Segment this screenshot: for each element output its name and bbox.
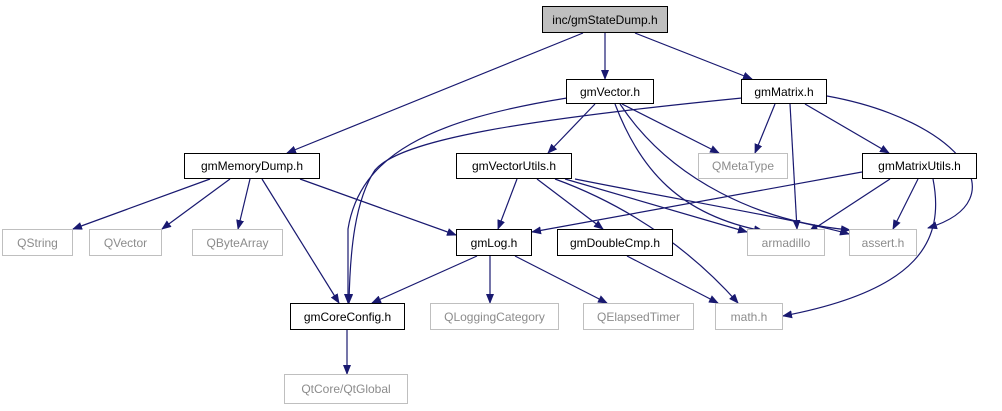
edge-gmmatrixutils-to-gmlog — [531, 171, 863, 235]
node-qelapsedtimer[interactable]: QElapsedTimer — [583, 303, 694, 330]
node-gmvector[interactable]: gmVector.h — [566, 79, 654, 104]
node-gmdoublecmp[interactable]: gmDoubleCmp.h — [557, 229, 673, 256]
node-qloggingcategory[interactable]: QLoggingCategory — [430, 303, 559, 330]
node-qmetatype[interactable]: QMetaType — [698, 153, 788, 179]
node-gmcoreconfig[interactable]: gmCoreConfig.h — [290, 303, 405, 330]
node-qstring[interactable]: QString — [2, 229, 73, 256]
edge-gmmatrixutils-to-assert — [892, 178, 919, 230]
edge-gmvector-to-gmcoreconfig — [344, 97, 568, 304]
node-qtglobal[interactable]: QtCore/QtGlobal — [284, 374, 408, 404]
node-qvector[interactable]: QVector — [89, 229, 162, 256]
edge-gmmatrix-to-armadillo — [789, 103, 801, 230]
edge-gmdoublecmp-to-math — [626, 255, 719, 304]
edge-gmmemorydump-to-qvector — [161, 178, 231, 230]
edge-gmvector-to-qmetatype — [621, 103, 720, 154]
node-qbytearray[interactable]: QByteArray — [192, 229, 283, 256]
edge-gmmemorydump-to-qbytearray — [236, 178, 251, 230]
edge-root-to-gmmemorydump — [286, 32, 584, 154]
edge-gmmatrix-to-gmcoreconfig — [345, 97, 743, 304]
edge-root-to-gmmatrix — [634, 32, 753, 80]
edge-gmvector-to-armadillo — [614, 103, 764, 234]
node-gmvectorutils[interactable]: gmVectorUtils.h — [456, 153, 572, 179]
edge-gmvector-to-gmvectorutils — [547, 103, 596, 154]
edge-gmlog-to-gmcoreconfig — [371, 255, 478, 304]
edge-gmmatrix-to-gmmatrixutils — [804, 103, 890, 154]
edge-gmvectorutils-to-assert — [574, 178, 850, 236]
node-armadillo[interactable]: armadillo — [747, 229, 825, 256]
edge-gmmemorydump-to-gmlog — [299, 178, 457, 236]
edge-gmmatrixutils-to-math — [782, 178, 937, 319]
edge-gmmatrix-to-qmetatype — [754, 103, 776, 154]
node-gmmatrixutils[interactable]: gmMatrixUtils.h — [862, 153, 977, 179]
edge-gmmemorydump-to-gmcoreconfig — [261, 178, 340, 304]
edge-gmvectorutils-to-gmlog — [497, 178, 518, 230]
edge-gmmatrixutils-to-armadillo — [808, 178, 891, 233]
node-gmmatrix[interactable]: gmMatrix.h — [741, 79, 827, 104]
node-gmlog[interactable]: gmLog.h — [456, 229, 532, 256]
node-math[interactable]: math.h — [715, 303, 783, 330]
node-gmstatedump[interactable]: inc/gmStateDump.h — [542, 6, 668, 33]
edge-gmmemorydump-to-qstring — [72, 178, 211, 230]
edge-gmlog-to-qelapsedtimer — [514, 255, 608, 304]
node-gmmemorydump[interactable]: gmMemoryDump.h — [184, 153, 320, 179]
edge-gmvectorutils-to-armadillo — [564, 178, 748, 234]
node-assert[interactable]: assert.h — [849, 229, 917, 256]
